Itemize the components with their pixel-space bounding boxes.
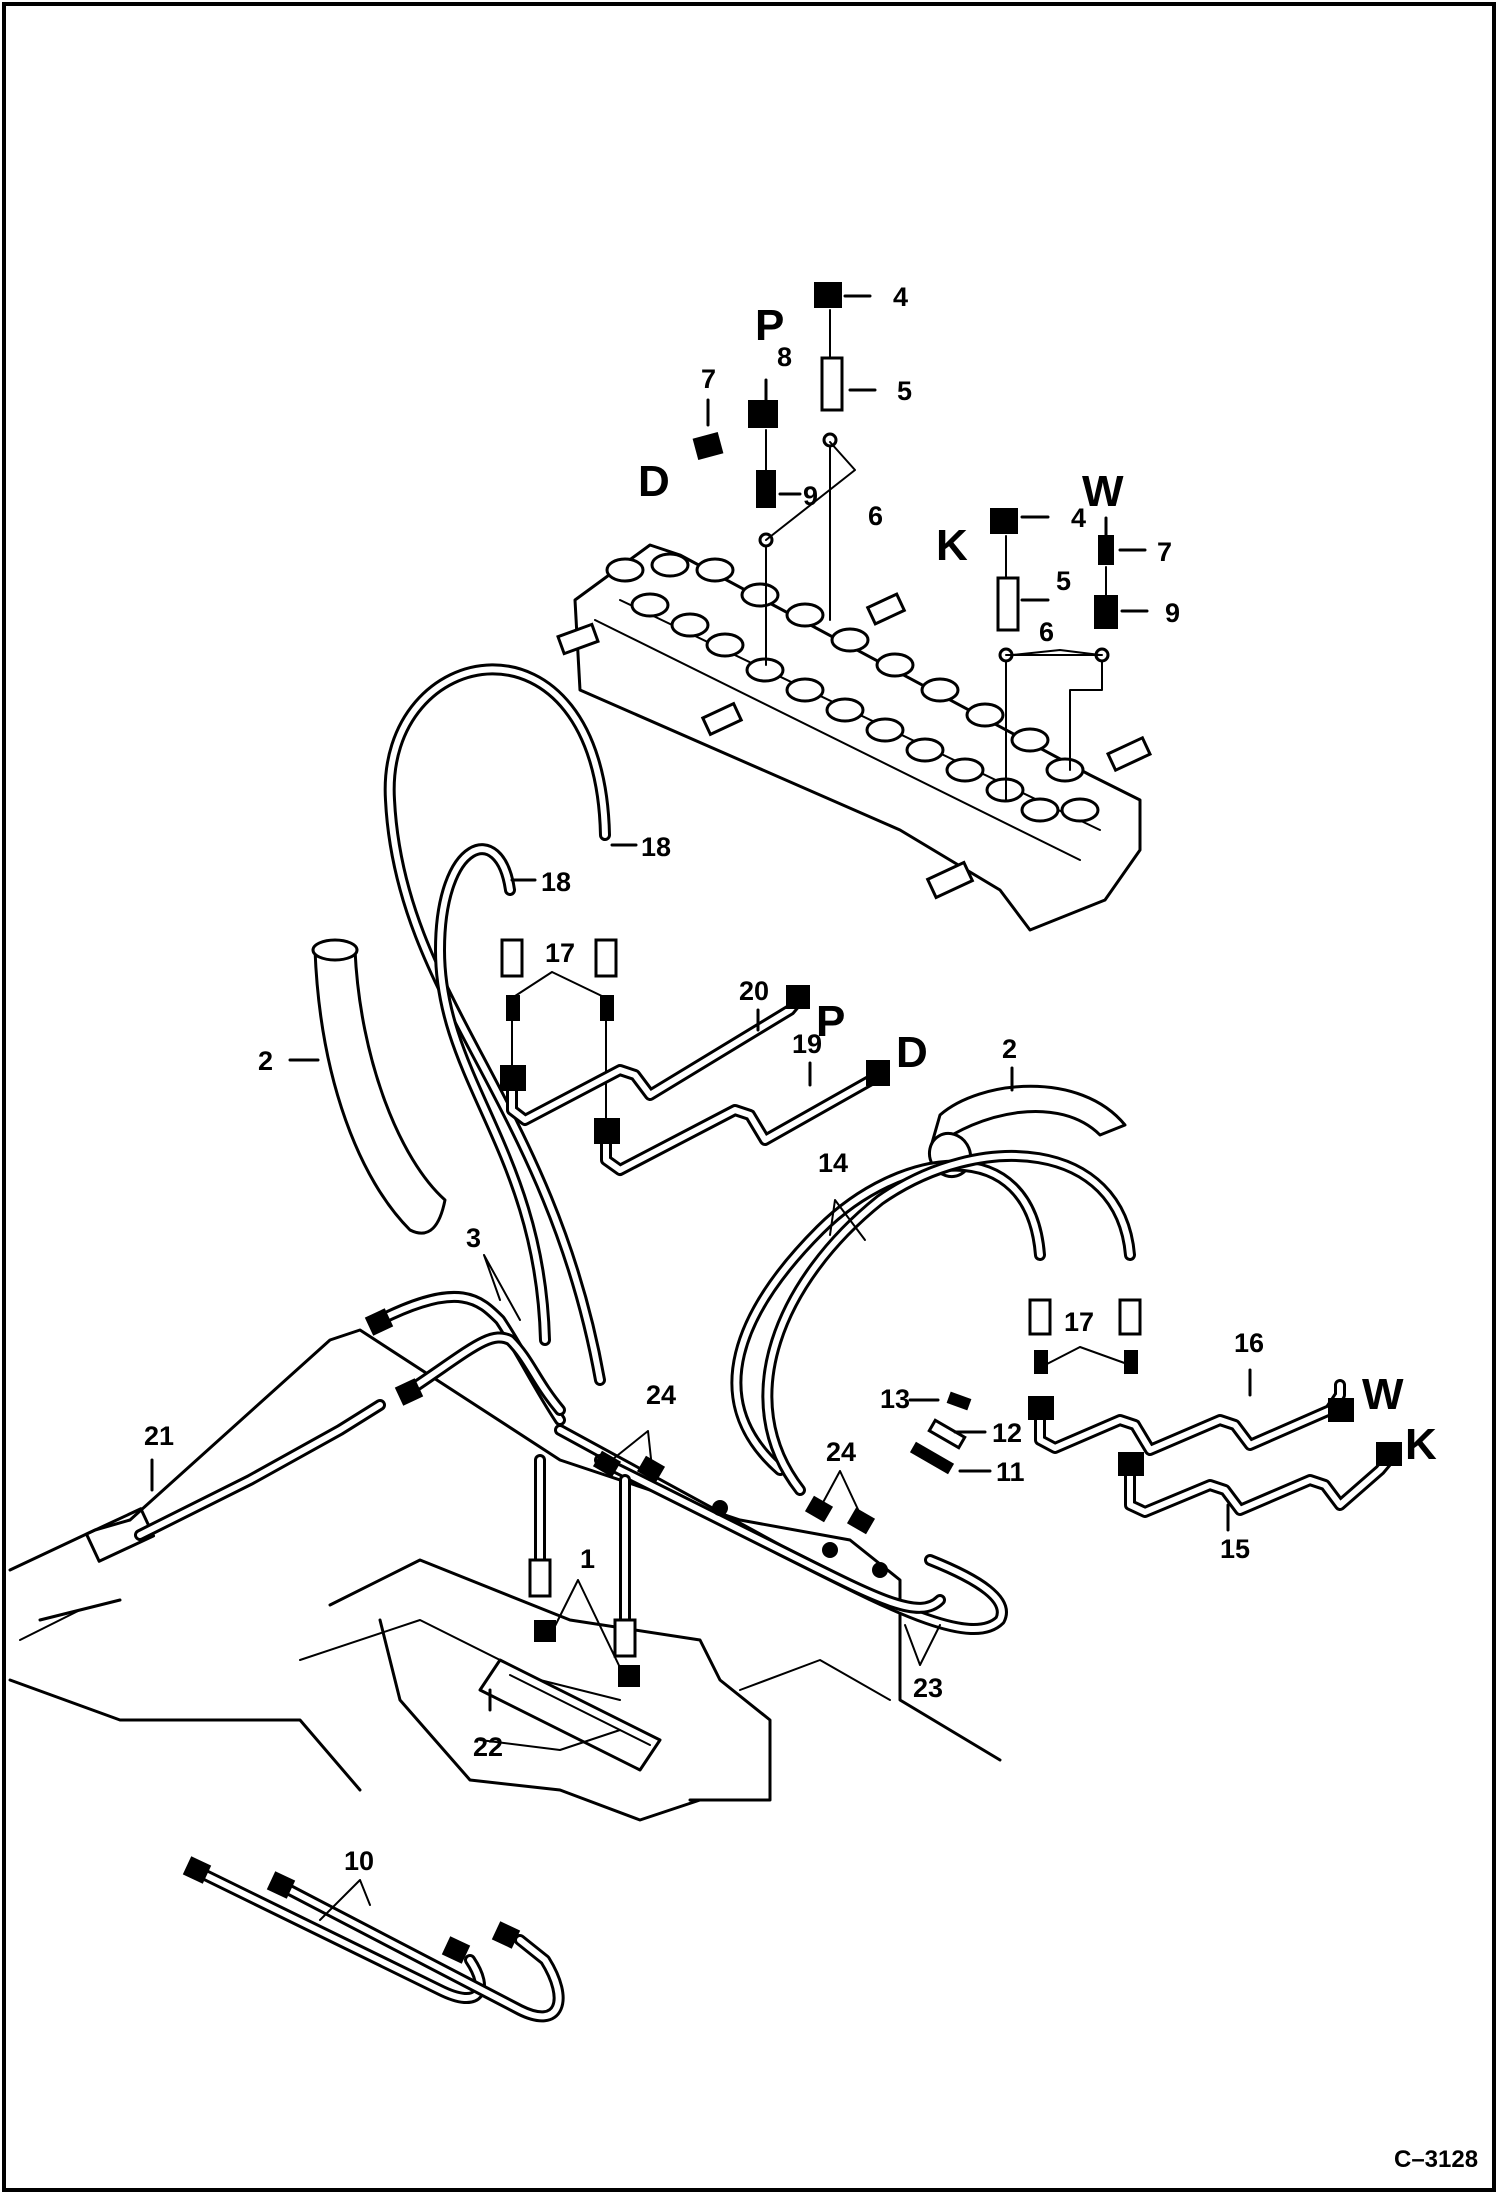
- callout-1: 1: [580, 1544, 595, 1574]
- callout-23: 23: [913, 1673, 943, 1703]
- hose-14: [730, 1150, 1136, 1496]
- valve-side-fittings: [556, 592, 1153, 900]
- callout-5-right: 5: [1056, 566, 1071, 596]
- callout-15: 15: [1220, 1534, 1250, 1564]
- cylinder-22: [478, 1658, 662, 1772]
- port-letter-w-lower: W: [1362, 1370, 1404, 1419]
- callout-8: 8: [777, 342, 792, 372]
- callout-18-inner: 18: [541, 867, 571, 897]
- callout-14: 14: [818, 1148, 848, 1178]
- tube-19: [594, 1060, 890, 1176]
- callout-21: 21: [144, 1421, 174, 1451]
- callout-16: 16: [1234, 1328, 1264, 1358]
- tube-16: [1028, 1379, 1354, 1456]
- fitting-stack-w: [1005, 535, 1118, 771]
- callout-9-right: 9: [1165, 598, 1180, 628]
- tube-3: [364, 1291, 566, 1426]
- fittings-11-13: [909, 1391, 972, 1475]
- callout-17-right: 17: [1064, 1307, 1094, 1337]
- tube-21: [134, 1399, 386, 1541]
- callout-9-left: 9: [803, 481, 818, 511]
- port-letter-w-top: W: [1082, 467, 1124, 516]
- port-letters: P D K W P D W K: [638, 301, 1437, 1469]
- callout-5-top: 5: [897, 376, 912, 406]
- port-letter-d-top: D: [638, 457, 670, 506]
- callout-20: 20: [739, 976, 769, 1006]
- tubes-23: [554, 1424, 1008, 1635]
- fitting-stack-p: [814, 282, 844, 621]
- callout-6-top: 6: [868, 501, 883, 531]
- port-letter-d-lower: D: [896, 1028, 928, 1077]
- callout-4-right: 4: [1071, 503, 1086, 533]
- callout-7-left: 7: [701, 364, 716, 394]
- port-letter-k-top: K: [936, 521, 968, 570]
- callout-11: 11: [996, 1457, 1025, 1487]
- tube-15: [1118, 1442, 1402, 1518]
- callout-7-right: 7: [1157, 537, 1172, 567]
- callout-22: 22: [473, 1732, 503, 1762]
- tube-20: [500, 985, 810, 1126]
- port-letter-p-top: P: [755, 301, 784, 350]
- callout-3: 3: [466, 1223, 481, 1253]
- callout-24-right: 24: [826, 1437, 856, 1467]
- fittings-17-upper: [500, 938, 618, 1121]
- callout-17-upper: 17: [545, 938, 575, 968]
- drawing-code: C–3128: [1394, 2146, 1478, 2173]
- tubes-1: [528, 1454, 640, 1687]
- callout-labels: 4 5 7 8 9 6 4 7 5 9 6 18 18 17 20 19 2 2…: [144, 282, 1264, 1876]
- machine-frame: [8, 1328, 1002, 1822]
- control-valve-block: [556, 543, 1153, 932]
- port-letter-k-lower: K: [1405, 1420, 1437, 1469]
- port-letter-p-lower: P: [816, 997, 845, 1046]
- callout-10: 10: [344, 1846, 374, 1876]
- hose-elbow-2-left: [311, 938, 447, 1235]
- valve-port-bosses: [605, 552, 1100, 823]
- callout-2-right: 2: [1002, 1034, 1017, 1064]
- callout-13: 13: [880, 1384, 910, 1414]
- callout-12: 12: [992, 1418, 1022, 1448]
- fitting-stack-d: [692, 400, 778, 666]
- callout-4-top: 4: [893, 282, 908, 312]
- fittings-17-right: [1028, 1298, 1142, 1374]
- callout-19: 19: [792, 1029, 822, 1059]
- callout-2-left: 2: [258, 1046, 273, 1076]
- hose-18-outer: [383, 663, 611, 1386]
- tubes-10: [182, 1856, 565, 2023]
- fittings-24: [592, 1450, 876, 1535]
- hose-18-inner: [434, 843, 551, 1346]
- callout-6-right: 6: [1039, 617, 1054, 647]
- leader-lines: [150, 294, 1252, 1921]
- callout-18-outer: 18: [641, 832, 671, 862]
- fitting-stack-k: [990, 508, 1020, 801]
- callout-24-left: 24: [646, 1380, 676, 1410]
